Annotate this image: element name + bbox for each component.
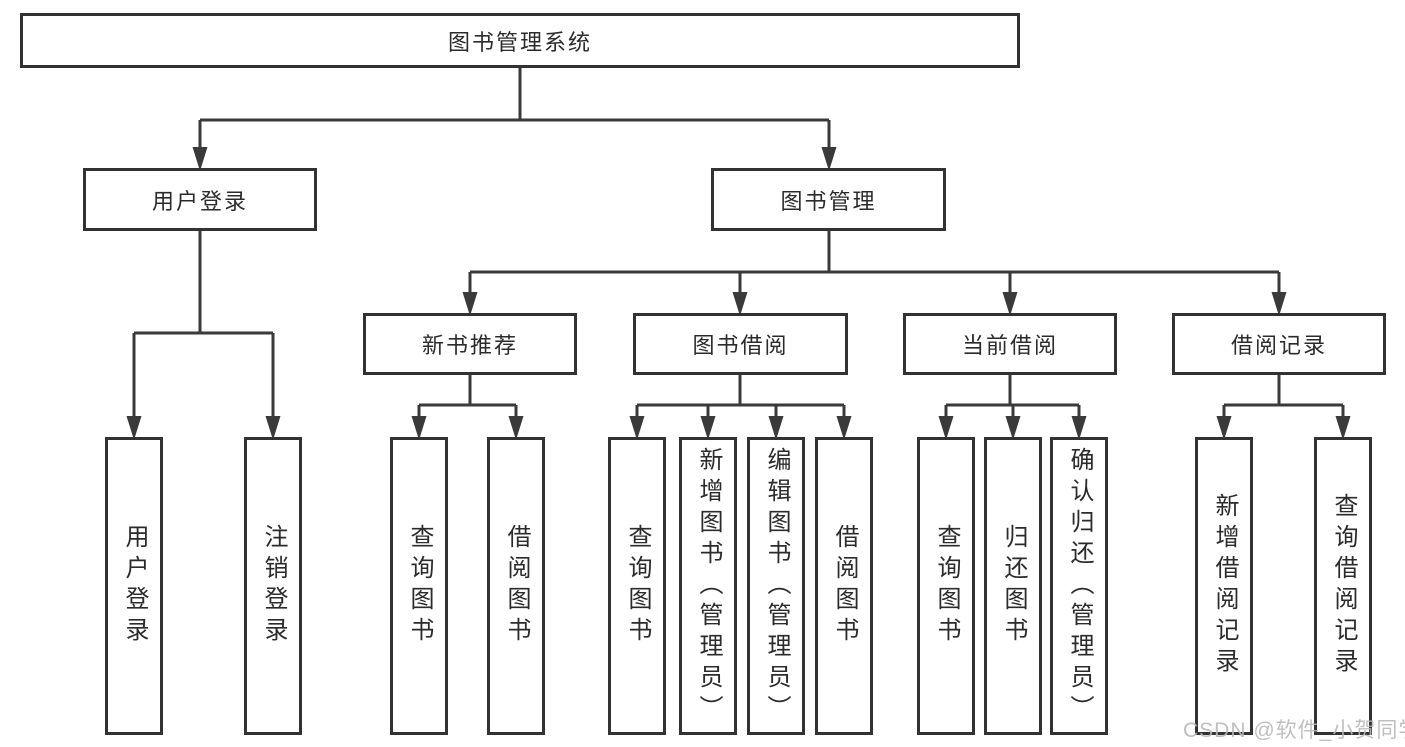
leaf-query-books-current-label: 查询图书 (933, 524, 960, 648)
leaf-logout-label: 注销登录 (260, 524, 287, 648)
node-user-login: 用户登录 (83, 168, 317, 231)
leaf-add-borrow-record: 新增借阅记录 (1195, 437, 1253, 735)
leaf-query-books-recommend: 查询图书 (390, 437, 448, 735)
node-book-management-label: 图书管理 (780, 188, 877, 214)
leaf-query-books-borrow: 查询图书 (608, 437, 666, 735)
leaf-edit-book-admin: 编辑图书（管理员） (747, 437, 805, 735)
leaf-edit-book-admin-label: 编辑图书（管理员） (763, 446, 790, 726)
node-current-borrow: 当前借阅 (903, 313, 1117, 375)
leaf-return-book: 归还图书 (984, 437, 1042, 735)
leaf-borrow-books-recommend: 借阅图书 (487, 437, 545, 735)
leaf-query-books-borrow-label: 查询图书 (624, 524, 651, 648)
node-book-management: 图书管理 (711, 168, 946, 231)
node-borrow-records: 借阅记录 (1172, 313, 1386, 375)
leaf-query-borrow-record-label: 查询借阅记录 (1330, 493, 1357, 679)
leaf-add-book-admin-label: 新增图书（管理员） (695, 446, 722, 726)
leaf-borrow-books-recommend-label: 借阅图书 (503, 524, 530, 648)
node-new-book-recommend: 新书推荐 (363, 313, 577, 375)
node-current-borrow-label: 当前借阅 (961, 333, 1058, 358)
leaf-query-books-recommend-label: 查询图书 (406, 524, 433, 648)
watermark: CSDN @软件_小贺同学 (1183, 719, 1405, 742)
leaf-user-login-label: 用户登录 (121, 524, 148, 648)
leaf-borrow-books: 借阅图书 (815, 437, 873, 735)
node-book-borrow-label: 图书借阅 (692, 333, 789, 358)
leaf-confirm-return-admin-label: 确认归还（管理员） (1066, 446, 1093, 726)
leaf-return-book-label: 归还图书 (1000, 524, 1027, 648)
node-new-book-recommend-label: 新书推荐 (421, 333, 518, 358)
leaf-borrow-books-label: 借阅图书 (831, 524, 858, 648)
leaf-query-borrow-record: 查询借阅记录 (1314, 437, 1372, 735)
root-box-library-system: 图书管理系统 (20, 13, 1020, 68)
leaf-user-login: 用户登录 (105, 437, 163, 735)
node-book-borrow: 图书借阅 (633, 313, 848, 375)
node-user-login-label: 用户登录 (151, 188, 248, 214)
leaf-add-borrow-record-label: 新增借阅记录 (1211, 493, 1238, 679)
leaf-query-books-current: 查询图书 (917, 437, 975, 735)
leaf-add-book-admin: 新增图书（管理员） (679, 437, 737, 735)
root-label: 图书管理系统 (447, 29, 592, 55)
leaf-logout: 注销登录 (244, 437, 302, 735)
leaf-confirm-return-admin: 确认归还（管理员） (1050, 437, 1108, 735)
node-borrow-records-label: 借阅记录 (1230, 333, 1327, 358)
